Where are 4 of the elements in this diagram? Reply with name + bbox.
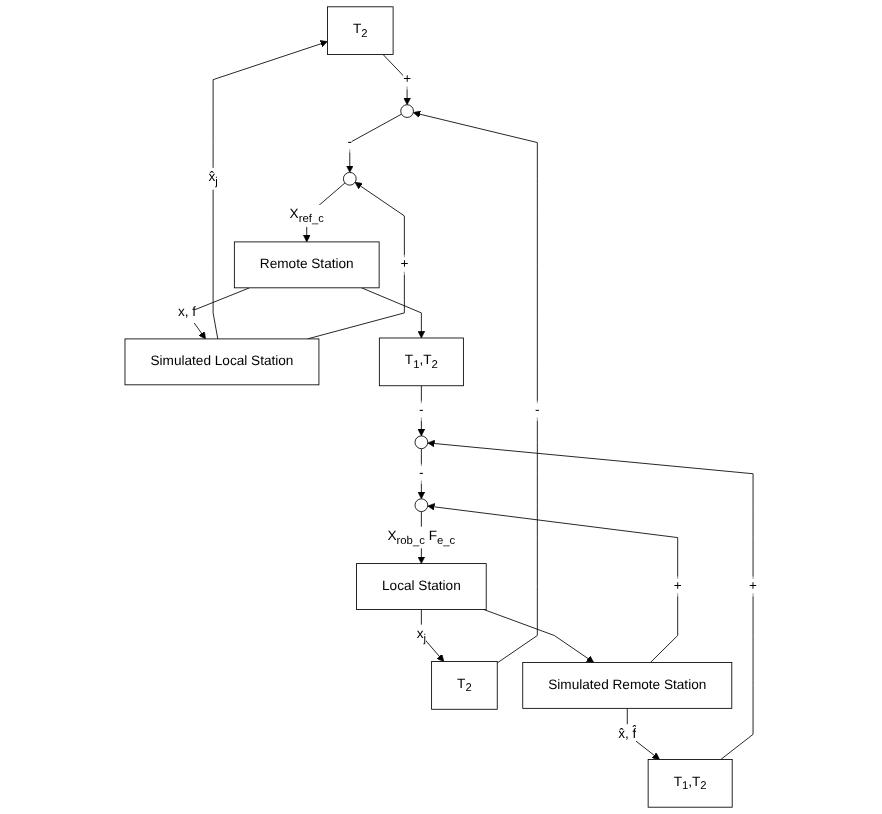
node-circle — [414, 435, 429, 450]
node-circle — [400, 104, 414, 118]
node-circle — [414, 498, 429, 512]
node-circle — [343, 171, 357, 186]
